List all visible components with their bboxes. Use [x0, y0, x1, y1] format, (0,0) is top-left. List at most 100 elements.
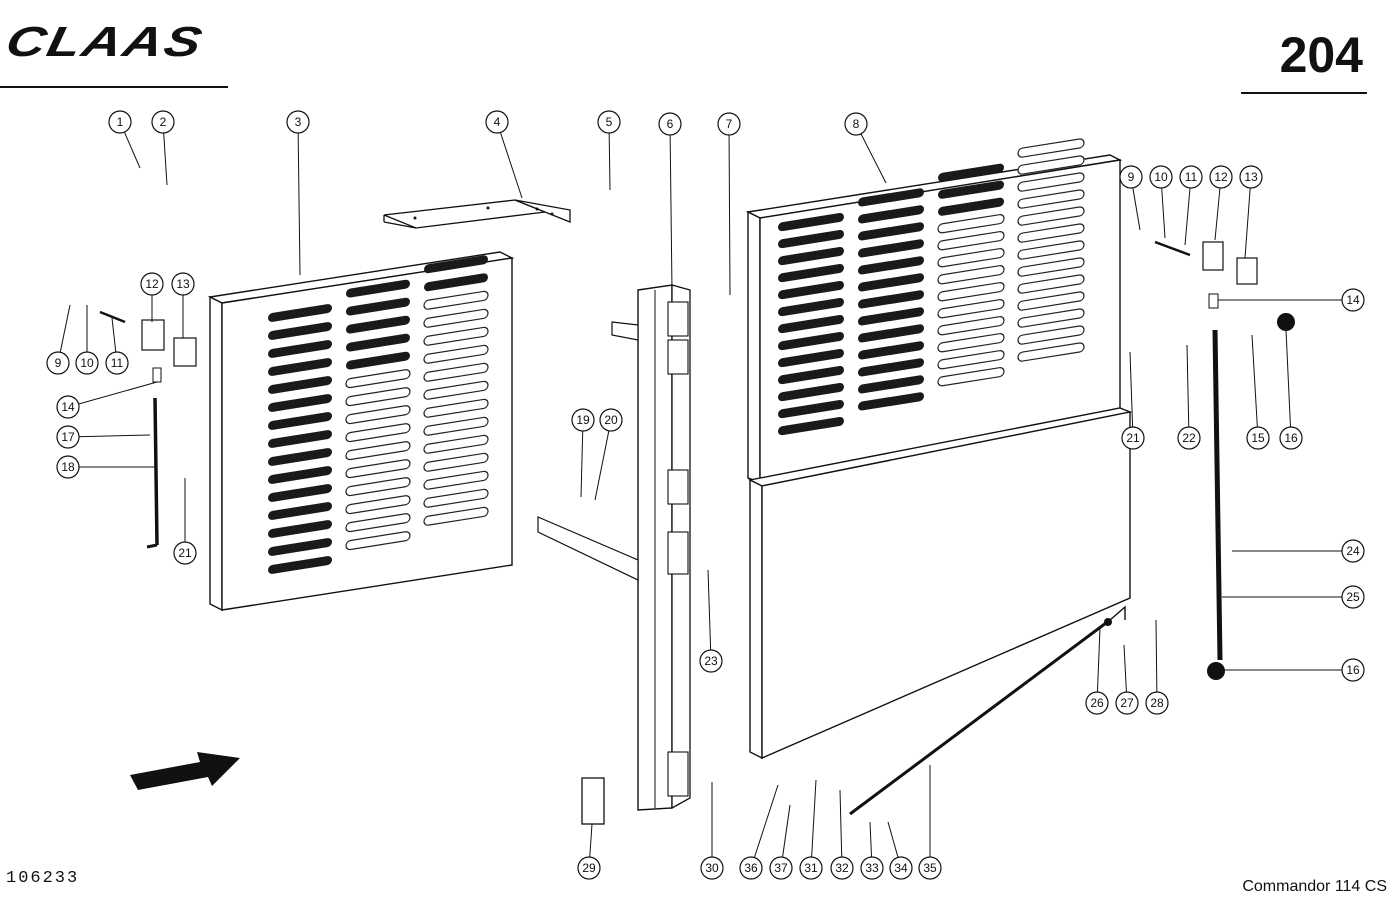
callout-label: 37	[774, 861, 788, 875]
leader-line-c7	[728, 123, 731, 296]
louvre-slot	[858, 358, 924, 377]
callout-c18: 18	[56, 455, 80, 479]
callout-c32: 32	[830, 856, 854, 880]
callout-circle	[844, 112, 868, 136]
louvre-slot	[858, 375, 924, 394]
callout-label: 9	[1128, 170, 1135, 184]
callout-c15: 15	[1246, 426, 1270, 450]
callout-label: 3	[295, 115, 302, 129]
callout-label: 18	[61, 460, 75, 474]
leader-line-c13r	[1244, 176, 1252, 259]
callout-c13l: 13	[171, 272, 195, 296]
callout-c37: 37	[769, 856, 793, 880]
model-name: Commandor 114 CS	[1242, 878, 1387, 895]
callout-circle	[1177, 426, 1201, 450]
leader-line-c23	[707, 569, 712, 662]
callout-label: 36	[744, 861, 758, 875]
callout-label: 32	[835, 861, 849, 875]
callout-circle	[173, 541, 197, 565]
louvre-slot	[778, 246, 844, 266]
louvre-slot	[268, 520, 332, 538]
leader-line-c26	[1096, 627, 1101, 704]
callout-label: 35	[923, 861, 937, 875]
callout-c12l: 12	[140, 272, 164, 296]
louvre-slot	[268, 448, 332, 466]
callout-circle	[1179, 165, 1203, 189]
louvre-slot	[423, 470, 489, 490]
hinge-post	[537, 284, 691, 811]
louvre-slot	[424, 273, 488, 292]
callout-label: 10	[1154, 170, 1168, 184]
leader-line-c4	[496, 121, 523, 199]
callout-c5: 5	[597, 110, 621, 134]
louvre-slot	[937, 265, 1005, 285]
louvre-slot	[1017, 257, 1085, 277]
louvre-slot	[423, 380, 489, 400]
louvre-slot	[346, 279, 410, 298]
louvre-slot	[778, 280, 844, 300]
callout-circle	[700, 856, 724, 880]
louvre-slot	[937, 350, 1005, 370]
callout-label: 16	[1284, 431, 1298, 445]
callout-c33: 33	[860, 856, 884, 880]
louvre-slot	[858, 290, 924, 309]
louvre-slot	[423, 398, 489, 418]
left-locking-rod	[99, 310, 197, 549]
callout-label: 11	[1185, 170, 1198, 184]
callout-circle	[56, 455, 80, 479]
callout-c20: 20	[599, 408, 623, 432]
louvre-slot	[778, 314, 844, 334]
louvre-slot	[346, 351, 410, 370]
louvre-slot	[938, 163, 1004, 182]
callout-label: 11	[111, 356, 124, 370]
callout-circle	[75, 351, 99, 375]
callout-circle	[889, 856, 913, 880]
callout-c11r: 11	[1179, 165, 1203, 189]
callout-c7: 7	[717, 112, 741, 136]
louvre-slot	[346, 315, 410, 334]
callout-c13r: 13	[1239, 165, 1263, 189]
louvre-slot	[1017, 291, 1085, 311]
callout-label: 21	[178, 546, 192, 560]
callout-label: 4	[494, 115, 501, 129]
callout-circle	[1341, 288, 1365, 312]
leader-line-c14l	[67, 381, 158, 408]
callout-circle	[830, 856, 854, 880]
louvre-slot	[268, 304, 332, 322]
header-rule-right	[1241, 92, 1367, 94]
louvre-slot	[937, 299, 1005, 319]
louvre-slot	[858, 222, 924, 241]
leader-line-c15	[1251, 334, 1259, 439]
leader-line-c16a	[1285, 329, 1292, 439]
louvre-slot	[268, 466, 332, 484]
callout-c22: 22	[1177, 426, 1201, 450]
callout-c14l: 14	[56, 395, 80, 419]
callout-label: 27	[1120, 696, 1134, 710]
louvre-slot	[938, 180, 1004, 199]
leader-line-c31	[810, 779, 817, 869]
callout-c16b: 16	[1341, 658, 1365, 682]
callout-circle	[56, 425, 80, 449]
stay-rod	[849, 605, 1126, 816]
louvre-slot	[346, 333, 410, 352]
callout-label: 6	[667, 117, 674, 131]
louvre-slot	[345, 495, 411, 515]
callout-c36: 36	[739, 856, 763, 880]
louvre-slot	[778, 212, 844, 232]
callout-circle	[1246, 426, 1270, 450]
callout-label: 21	[1126, 431, 1140, 445]
louvre-slot	[268, 430, 332, 448]
louvre-slot	[423, 326, 489, 346]
louvre-slot	[858, 307, 924, 326]
lower-plain-panel	[747, 407, 1133, 760]
louvre-slot	[778, 399, 844, 419]
louvre-slot	[778, 297, 844, 317]
louvre-slot	[268, 376, 332, 394]
louvre-slot	[423, 488, 489, 508]
callout-circle	[171, 272, 195, 296]
callout-circle	[1341, 658, 1365, 682]
callout-circle	[769, 856, 793, 880]
right-locking-rod	[1154, 240, 1295, 680]
louvre-slot	[1017, 240, 1085, 260]
callout-c24: 24	[1341, 539, 1365, 563]
